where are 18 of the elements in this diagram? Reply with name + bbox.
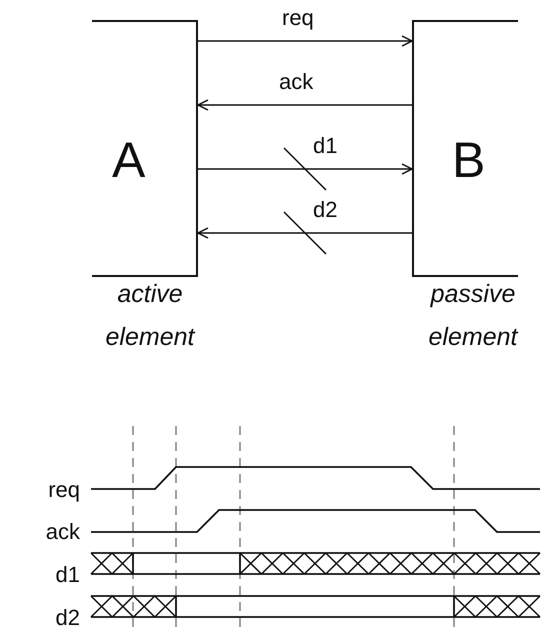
arrow: [198, 163, 413, 175]
arrow: [197, 99, 412, 111]
element-name: B: [452, 135, 486, 185]
signal-label: d2: [56, 606, 80, 628]
signal-label: req: [48, 478, 80, 502]
arrow: [198, 35, 413, 47]
element-caption: passive element: [428, 279, 520, 353]
arrow: [197, 227, 412, 239]
signal-label: d1: [56, 563, 80, 587]
edge-label: ack: [279, 70, 314, 94]
edge-label: req: [282, 6, 314, 30]
edge-label: d2: [313, 198, 338, 222]
element-caption: active element: [104, 279, 196, 353]
element-name: A: [112, 135, 146, 185]
edge-label: d1: [313, 134, 338, 158]
signal-label: ack: [46, 520, 80, 544]
element-block: [92, 20, 198, 277]
element-block: [412, 20, 518, 277]
